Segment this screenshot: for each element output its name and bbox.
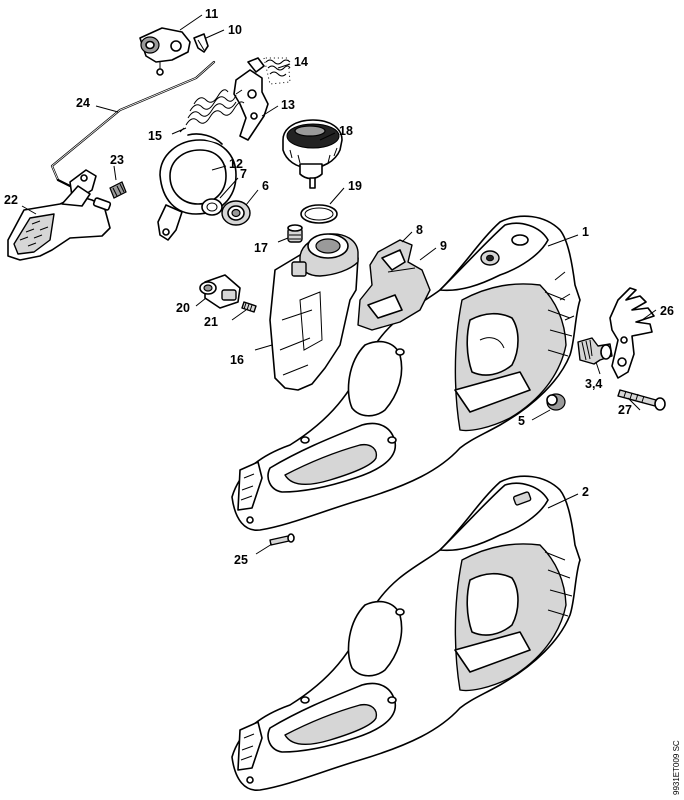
bumper-spike [609,287,655,379]
drawing-code: 9931ET009 SC [672,740,681,795]
callout-5: 5 [518,414,525,428]
callout-13: 13 [281,98,295,112]
callout-22: 22 [4,193,18,207]
stud-3-4 [577,337,613,365]
callout-3-4: 3,4 [585,377,602,391]
callout-15: 15 [148,129,162,143]
throttle-rod [50,60,216,188]
gear-housing [199,274,241,309]
leader-lines [21,14,657,555]
bearing [221,200,251,226]
callout-8: 8 [416,223,423,237]
callout-2: 2 [582,485,589,499]
cover-plate-8-9 [357,239,431,331]
callout-23: 23 [110,153,124,167]
screw-27 [617,389,666,411]
pump-pin [287,224,303,243]
lever [233,57,269,141]
washer [201,198,223,216]
callout-16: 16 [230,353,244,367]
callout-14: 14 [294,55,308,69]
callout-21: 21 [204,315,218,329]
oil-tank [269,233,359,391]
callout-25: 25 [234,553,248,567]
screw-21 [241,301,257,313]
callout-11: 11 [205,7,218,21]
callout-1: 1 [582,225,589,239]
belt-ring [157,133,237,241]
callout-6: 6 [262,179,269,193]
callout-9: 9 [440,239,447,253]
clip-10 [193,33,209,53]
callout-10: 10 [228,23,242,37]
callout-7: 7 [240,167,247,181]
oil-filler-cap [282,119,343,189]
callout-27: 27 [618,403,632,417]
screw-25 [269,533,295,546]
callout-24: 24 [76,96,90,110]
bracket-11 [139,27,191,76]
callout-26: 26 [660,304,674,318]
housing-upper [231,215,581,531]
callout-17: 17 [254,241,268,255]
throttle-handle [7,169,112,261]
callout-18: 18 [339,124,353,138]
callout-12: 12 [229,157,243,171]
callout-19: 19 [348,179,362,193]
spring-23 [109,181,127,199]
spring-14 [263,57,291,85]
housing-lower [231,475,581,791]
bushing-5 [546,393,566,411]
callout-20: 20 [176,301,190,315]
callout-labels: 1 2 3,4 5 6 7 8 9 10 11 12 13 14 15 16 1… [4,7,674,567]
